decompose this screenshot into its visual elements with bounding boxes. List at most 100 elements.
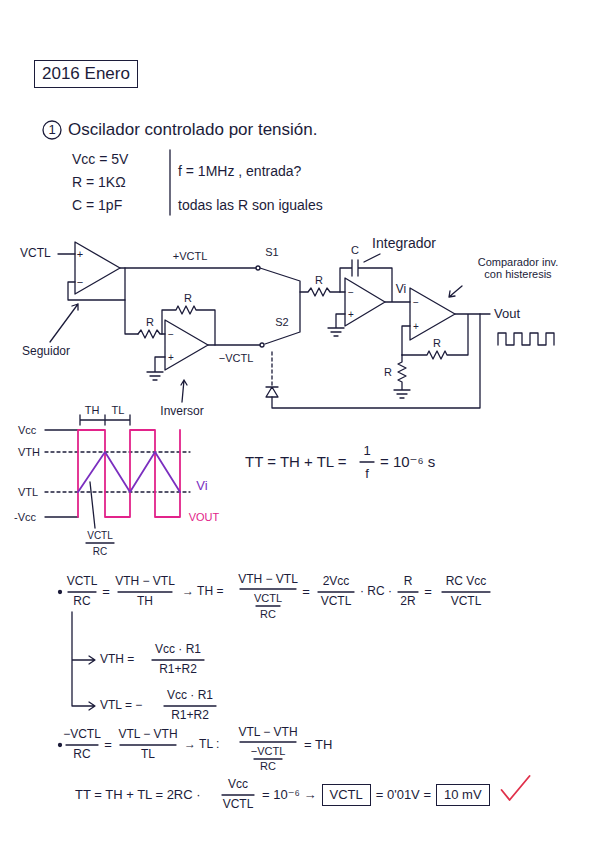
pin-sign: −: [348, 287, 354, 298]
check-mark: [502, 776, 530, 800]
circuit-illustration: [43, 121, 554, 800]
equation-text: TT = TH + TL = 2RC ·: [75, 788, 201, 802]
equation-text: VTH − VTL: [115, 575, 175, 588]
equation-text: RC: [260, 608, 276, 620]
signal-name: +VCTL: [173, 250, 208, 262]
inverter-opamp: [162, 306, 215, 345]
signal-name: VCTL: [20, 247, 51, 260]
waveform-axes: [90, 482, 95, 528]
vout-waveform: [78, 430, 180, 517]
switch-symbol: [260, 268, 300, 344]
pin-sign: −: [168, 329, 174, 340]
follower-opamp: [125, 300, 138, 334]
equation-text: RC: [73, 595, 90, 608]
integrator-opamp: [328, 314, 345, 336]
pin-sign: −: [77, 276, 83, 288]
bullet-dot: [59, 744, 62, 747]
slope-label: RC: [93, 546, 107, 557]
switch-symbol: [260, 343, 264, 347]
leader-line: [449, 286, 462, 297]
equation-text: Vcc: [228, 778, 248, 791]
follower-opamp: [58, 242, 256, 334]
title-box: 2016 Enero: [34, 60, 138, 88]
comparator-opamp: [410, 288, 455, 340]
answer-box: VCTL: [322, 784, 371, 807]
equation-text: Vcc · R1: [167, 689, 213, 702]
block-name: Comparador inv. con histeresis: [469, 256, 567, 280]
follower-opamp: [58, 253, 75, 254]
question-text: f = 1MHz , entrada?: [178, 164, 301, 179]
equation-text: =: [104, 738, 112, 752]
equation-text: VTH =: [100, 653, 134, 666]
equation-text: 1: [363, 444, 370, 458]
equation-text: =: [302, 585, 310, 599]
fraction-bar: [66, 742, 296, 759]
block-name: Inversor: [160, 405, 203, 418]
answer-box: 10 mV: [436, 784, 490, 807]
given-value: R = 1KΩ: [72, 175, 126, 190]
equation-text: = TH: [304, 738, 332, 752]
equation-text: −VCTL: [63, 728, 101, 741]
comparator-opamp: [394, 288, 490, 398]
fraction-bar: [360, 461, 374, 462]
part-name: R: [433, 337, 441, 349]
waveform-axes: [45, 429, 78, 430]
equation-text: VTH − VTL: [238, 573, 298, 586]
equation-text: · RC ·: [360, 585, 392, 598]
given-value: C = 1pF: [72, 198, 122, 213]
bracket-arrow: [72, 612, 95, 710]
square-wave-symbol: [498, 333, 554, 345]
equation-text: = 10⁻⁶ →: [262, 788, 317, 802]
equation-text: VCTL: [321, 595, 352, 608]
slope-label: VCTL: [87, 530, 113, 541]
follower-opamp: [120, 267, 256, 268]
waveform-axes: [45, 415, 190, 528]
equation-text: R1+R2: [159, 663, 197, 676]
integrator-opamp: [340, 260, 410, 302]
equation-text: VTL = −: [100, 699, 142, 712]
box-text: 10 mV: [444, 788, 482, 803]
note-text: todas las R son iguales: [178, 198, 323, 213]
follower-opamp: [68, 268, 125, 300]
pin-sign: +: [413, 321, 419, 332]
part-name: R: [315, 274, 323, 286]
signal-name: VOUT: [189, 511, 220, 523]
equation-text: Vcc · R1: [155, 643, 201, 656]
integrator-opamp: [300, 288, 345, 296]
equation-text: → TH =: [182, 585, 223, 598]
heading-text: Oscilador controlado por tensión.: [68, 121, 317, 140]
integrator-opamp: [345, 278, 385, 326]
separator-line: [169, 150, 170, 215]
fraction-bar: [152, 660, 216, 706]
part-name: R: [384, 366, 392, 378]
switch-name: S1: [265, 246, 278, 258]
equation-text: VCTL: [451, 595, 482, 608]
level-label: VTH: [18, 446, 40, 458]
equation-text: RC: [73, 748, 90, 761]
equation-text: VTL − VTH: [118, 728, 177, 741]
equation-text: → TL :: [184, 738, 219, 751]
vi-waveform: [78, 452, 180, 492]
equation-text: = 0'01V =: [376, 788, 431, 802]
feedback-wire: [272, 314, 480, 408]
equation-text: RC Vcc: [446, 575, 487, 588]
feedback-wire: [266, 387, 278, 397]
comparator-opamp: [402, 314, 490, 359]
equation-text: VCTL: [67, 575, 98, 588]
pin-sign: +: [348, 309, 354, 320]
equation-text: 2R: [400, 595, 415, 608]
callout-circle: [43, 121, 61, 139]
inverter-opamp: [165, 320, 208, 370]
signal-name: Vout: [494, 307, 520, 321]
equation-text: R1+R2: [171, 709, 209, 722]
bracket-arrow: [72, 612, 95, 710]
waveform-axes: [45, 452, 190, 492]
equation-text: =: [424, 585, 432, 599]
bullet-dot: [59, 591, 62, 594]
equation-text: TH: [137, 595, 153, 608]
comparator-opamp: [394, 355, 410, 398]
equation-text: RC: [260, 760, 276, 772]
box-text: VCTL: [330, 788, 363, 803]
follower-opamp: [75, 242, 120, 294]
